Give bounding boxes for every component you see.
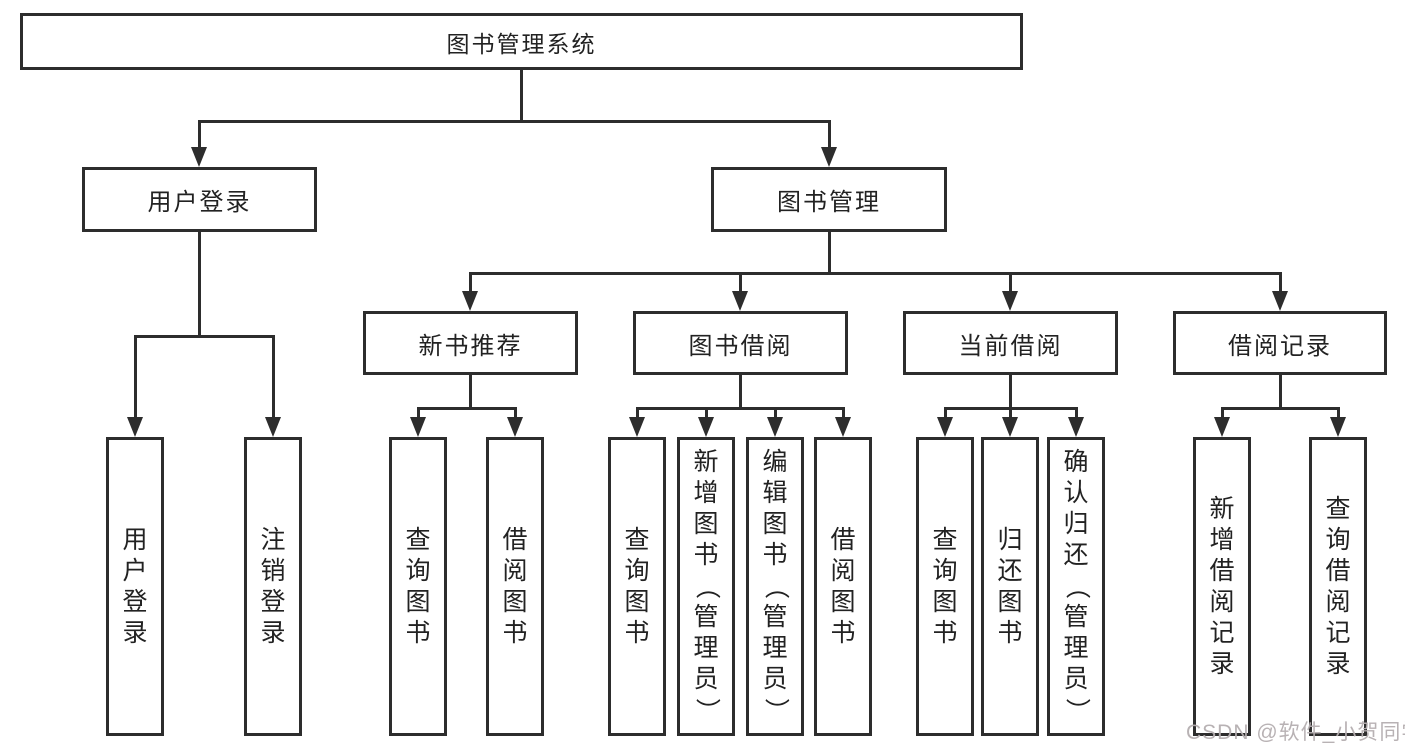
arrow-to-new-books	[462, 291, 478, 311]
leaf-cb-return-books: 归还图书	[981, 437, 1039, 736]
leaf-bb-edit-book-admin-label: 编辑图书（管理员）	[761, 448, 790, 723]
leaf-logout-login-label: 注销登录	[260, 525, 286, 647]
node-new-books: 新书推荐	[363, 311, 578, 375]
arrow-to-bb-edit	[767, 417, 783, 437]
leaf-bb-add-book-admin-label: 新增图书（管理员）	[692, 448, 721, 723]
leaf-br-query-record-label: 查询借阅记录	[1325, 494, 1351, 678]
connector-book-mgmt-stem	[828, 232, 831, 273]
connector-arrow-stem-current-borrow	[1009, 272, 1012, 294]
arrow-to-user-login	[191, 147, 207, 167]
arrow-to-borrow-records	[1272, 291, 1288, 311]
leaf-br-query-record: 查询借阅记录	[1309, 437, 1367, 736]
connector-arrow-stem-nb-borrow	[514, 407, 517, 419]
connector-arrow-stem-bb-edit	[774, 407, 777, 419]
arrow-to-br-add	[1214, 417, 1230, 437]
connector-arrow-stem-cb-return	[1009, 407, 1012, 419]
arrow-to-cb-return	[1002, 417, 1018, 437]
leaf-bb-edit-book-admin: 编辑图书（管理员）	[746, 437, 804, 736]
arrow-to-cb-confirm	[1068, 417, 1084, 437]
leaf-br-add-record: 新增借阅记录	[1193, 437, 1251, 736]
connector-arrow-stem-leaf-logout	[272, 335, 275, 419]
leaf-cb-query-books: 查询图书	[916, 437, 974, 736]
arrow-to-br-query	[1330, 417, 1346, 437]
leaf-br-add-record-label: 新增借阅记录	[1209, 494, 1235, 678]
leaf-user-login: 用户登录	[106, 437, 164, 736]
arrow-to-nb-query	[410, 417, 426, 437]
connector-arrow-stem-cb-query	[944, 407, 947, 419]
node-root: 图书管理系统	[20, 13, 1023, 70]
connector-arrow-stem-new-books	[469, 272, 472, 294]
leaf-cb-query-books-label: 查询图书	[932, 525, 958, 647]
connector-arrow-stem-book-borrow	[739, 272, 742, 294]
connector-book-borrow-stem	[739, 375, 742, 408]
connector-arrow-stem-cb-confirm	[1075, 407, 1078, 419]
arrow-to-book-borrow	[732, 291, 748, 311]
leaf-cb-confirm-return-admin-label: 确认归还（管理员）	[1062, 448, 1091, 723]
node-user-login-label: 用户登录	[147, 189, 252, 216]
node-book-borrow: 图书借阅	[633, 311, 848, 375]
arrow-to-bb-borrow	[835, 417, 851, 437]
arrow-to-leaf-user-login	[127, 417, 143, 437]
node-new-books-label: 新书推荐	[418, 332, 523, 360]
leaf-bb-add-book-admin: 新增图书（管理员）	[677, 437, 735, 736]
connector-arrow-stem-br-add	[1221, 407, 1224, 419]
connector-arrow-stem-bb-query	[636, 407, 639, 419]
connector-root-stem	[520, 70, 523, 121]
connector-arrow-stem-bb-add	[705, 407, 708, 419]
node-book-mgmt-label: 图书管理	[777, 189, 881, 216]
connector-arrow-stem-nb-query	[417, 407, 420, 419]
connector-arrow-stem-book-mgmt	[828, 120, 831, 149]
connector-new-books-stem	[469, 375, 472, 408]
connector-arrow-stem-user-login	[198, 120, 201, 149]
node-book-mgmt: 图书管理	[711, 167, 947, 232]
arrow-to-book-mgmt	[821, 147, 837, 167]
leaf-bb-query-books-label: 查询图书	[624, 525, 650, 647]
leaf-nb-borrow-books-label: 借阅图书	[502, 525, 528, 647]
leaf-cb-confirm-return-admin: 确认归还（管理员）	[1047, 437, 1105, 736]
arrow-to-leaf-logout	[265, 417, 281, 437]
arrow-to-current-borrow	[1002, 291, 1018, 311]
leaf-bb-borrow-books-label: 借阅图书	[830, 525, 856, 647]
leaf-user-login-label: 用户登录	[122, 525, 148, 647]
arrow-to-bb-add	[698, 417, 714, 437]
node-borrow-records: 借阅记录	[1173, 311, 1387, 375]
connector-arrow-stem-bb-borrow	[842, 407, 845, 419]
node-current-borrow: 当前借阅	[903, 311, 1118, 375]
connector-book-borrow-rail	[636, 407, 844, 410]
leaf-nb-query-books: 查询图书	[389, 437, 447, 736]
leaf-cb-return-books-label: 归还图书	[997, 525, 1023, 647]
leaf-bb-borrow-books: 借阅图书	[814, 437, 872, 736]
leaf-logout-login: 注销登录	[244, 437, 302, 736]
connector-root-rail	[198, 120, 830, 123]
node-root-label: 图书管理系统	[446, 30, 597, 57]
leaf-nb-borrow-books: 借阅图书	[486, 437, 544, 736]
watermark: CSDN @软件_小贺同学	[1186, 721, 1405, 744]
connector-user-login-stem	[198, 232, 201, 336]
connector-book-mgmt-rail	[469, 272, 1282, 275]
connector-new-books-rail	[417, 407, 517, 410]
connector-borrow-records-rail	[1221, 407, 1340, 410]
node-borrow-records-label: 借阅记录	[1228, 332, 1332, 360]
connector-user-login-rail	[134, 335, 275, 338]
arrow-to-nb-borrow	[507, 417, 523, 437]
node-book-borrow-label: 图书借阅	[688, 332, 793, 360]
leaf-nb-query-books-label: 查询图书	[405, 525, 431, 647]
arrow-to-cb-query	[937, 417, 953, 437]
connector-arrow-stem-borrow-records	[1279, 272, 1282, 294]
connector-arrow-stem-leaf-user-login	[134, 335, 137, 419]
connector-current-borrow-stem	[1009, 375, 1012, 408]
node-current-borrow-label: 当前借阅	[958, 332, 1063, 360]
arrow-to-bb-query	[629, 417, 645, 437]
leaf-bb-query-books: 查询图书	[608, 437, 666, 736]
connector-arrow-stem-br-query	[1337, 407, 1340, 419]
node-user-login: 用户登录	[82, 167, 317, 232]
connector-borrow-records-stem	[1279, 375, 1282, 408]
